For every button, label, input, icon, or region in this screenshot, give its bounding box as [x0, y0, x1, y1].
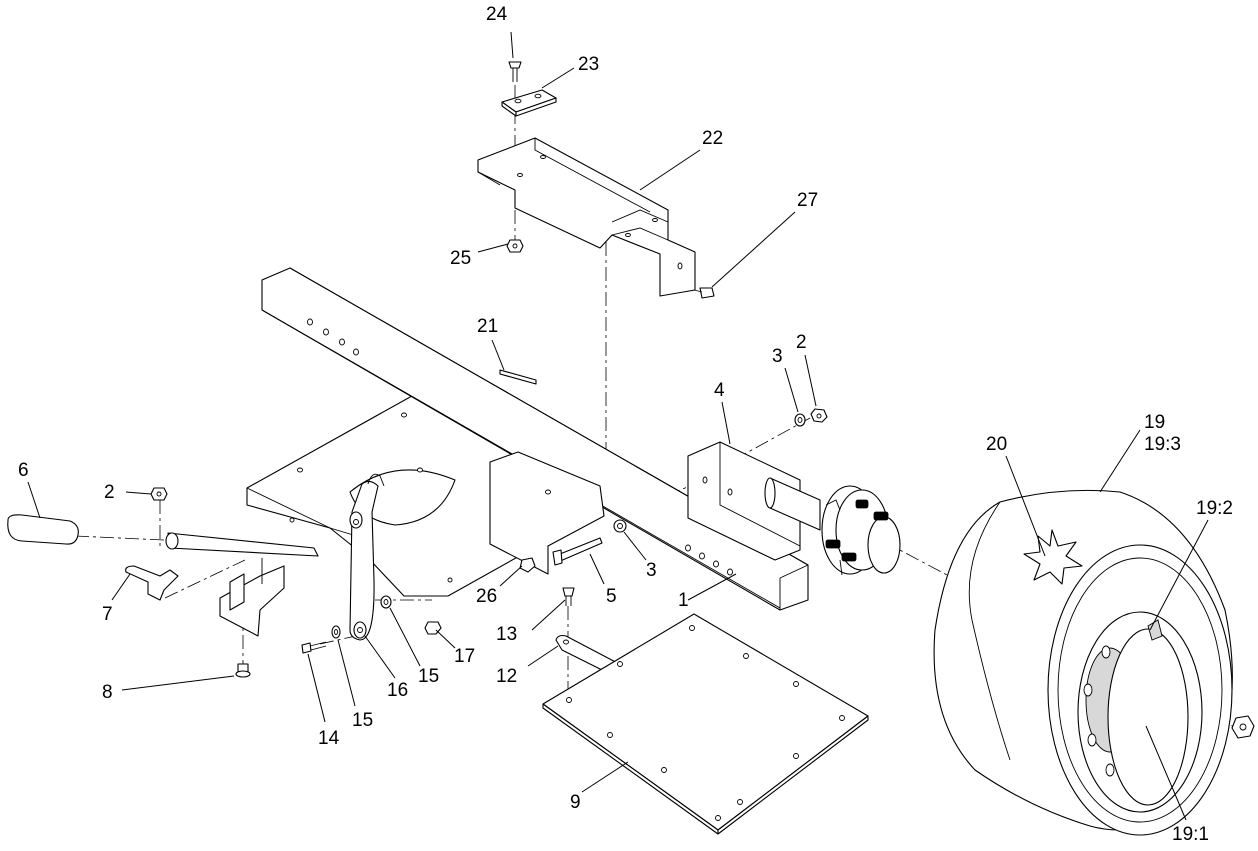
- part-22-cover-bracket: [477, 137, 696, 297]
- callout-12: 12: [496, 666, 517, 687]
- part-9-base-plate: [542, 613, 869, 835]
- callout-22: 22: [702, 128, 723, 149]
- callout-3-lower: 3: [646, 560, 657, 581]
- callout-26: 26: [476, 586, 497, 607]
- part-21-key: [499, 369, 537, 385]
- callout-14: 14: [318, 728, 340, 749]
- part-15-washer-lower: [331, 625, 341, 639]
- callout-7: 7: [102, 604, 113, 625]
- part-27-bolt: [693, 287, 715, 299]
- callout-5: 5: [606, 586, 617, 607]
- part-4-axle-bracket: [687, 441, 821, 561]
- leader-lines: [27, 31, 1209, 821]
- callout-labels: 24 23 22 27 25 21 3 2 4 19 19:3 20 19:2 …: [18, 4, 1233, 845]
- callout-13: 13: [496, 624, 517, 645]
- callout-8: 8: [102, 682, 113, 703]
- handle-bar: [165, 532, 319, 557]
- part-5-bolt: [552, 537, 603, 566]
- part-24-screw: [508, 61, 522, 82]
- callout-16: 16: [387, 680, 408, 701]
- part-3-washer-lower: [613, 519, 627, 533]
- callout-19: 19: [1144, 412, 1165, 433]
- callout-17: 17: [454, 646, 475, 667]
- callout-9: 9: [570, 792, 581, 813]
- part-15-washer-upper: [380, 595, 392, 609]
- hub-assembly: [821, 485, 901, 576]
- part-2-nut-upper: [810, 408, 828, 423]
- part-7-clip: [125, 565, 179, 601]
- part-20-decal: [1023, 529, 1083, 585]
- callout-21: 21: [477, 316, 498, 337]
- part-25-nut: [506, 239, 524, 253]
- part-2-nut-left: [150, 487, 168, 501]
- callout-6: 6: [18, 460, 29, 481]
- callout-15-lower: 15: [352, 710, 373, 731]
- callout-4: 4: [714, 380, 725, 401]
- part-14-bolt: [301, 641, 327, 654]
- part-13-bolt: [562, 587, 575, 606]
- part-26-nut: [519, 557, 536, 573]
- part-8-pin: [235, 663, 251, 678]
- callout-15-upper: 15: [418, 666, 439, 687]
- part-6-grip: [7, 514, 79, 545]
- callout-25: 25: [450, 248, 471, 269]
- part-19-wheel: [933, 489, 1255, 836]
- part-23-plate: [501, 89, 557, 117]
- callout-24: 24: [486, 4, 508, 25]
- callout-2-left: 2: [104, 482, 115, 503]
- callout-19-3: 19:3: [1144, 434, 1181, 455]
- callout-19-1: 19:1: [1172, 824, 1209, 845]
- part-16-link: [349, 473, 385, 641]
- callout-23: 23: [578, 54, 599, 75]
- callout-1: 1: [678, 590, 689, 611]
- callout-20: 20: [986, 434, 1007, 455]
- callout-2-upper: 2: [796, 332, 807, 353]
- part-3-washer-upper: [794, 413, 806, 427]
- callout-27: 27: [797, 190, 818, 211]
- callout-19-2: 19:2: [1196, 498, 1233, 519]
- callout-3-upper: 3: [772, 346, 783, 367]
